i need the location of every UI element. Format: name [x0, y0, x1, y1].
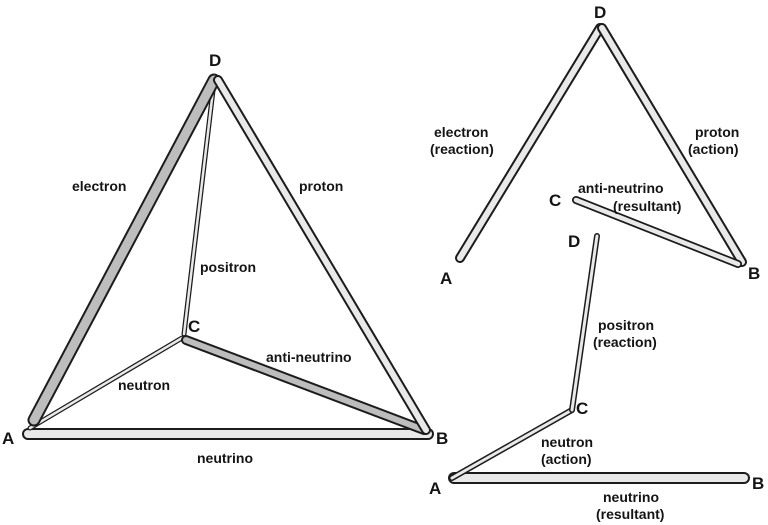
edge-label-electron: electron	[72, 178, 126, 194]
rod-positron-reaction	[570, 234, 599, 412]
edge-positron	[181, 79, 217, 337]
rod-proton	[215, 77, 429, 433]
edge-label-positron: positron	[200, 259, 256, 275]
vertex-label-a: A	[429, 479, 441, 498]
label-electron: electron	[434, 124, 488, 140]
edge-neutron-action	[449, 407, 575, 481]
edge-proton-action	[597, 23, 747, 267]
label-neutron: neutron	[541, 434, 593, 450]
vertex-label-a: A	[2, 429, 14, 448]
rod-neutron-action	[450, 408, 574, 480]
tetrahedron-figure: D A B C electron proton positron anti-ne…	[2, 51, 448, 466]
vertex-label-c: C	[188, 317, 200, 336]
edge-electron-reaction	[455, 23, 605, 263]
top-right-figure: D A B C electron (reaction) proton (acti…	[430, 3, 760, 288]
vertex-label-c: C	[549, 191, 561, 210]
edge-electron	[27, 73, 221, 427]
label-positron: positron	[598, 317, 654, 333]
rod-anti-neutrino-resultant	[573, 197, 741, 267]
vertex-label-b: B	[436, 429, 448, 448]
edge-proton	[213, 75, 431, 435]
vertex-label-b: B	[752, 474, 764, 493]
edge-label-anti-neutrino: anti-neutrino	[266, 349, 352, 365]
rod-anti-neutrino	[183, 337, 427, 433]
vertex-label-d: D	[594, 3, 606, 22]
edge-label-neutron: neutron	[118, 377, 170, 393]
label-anti-neutrino: anti-neutrino	[578, 180, 664, 196]
rod-electron	[29, 75, 219, 425]
vertex-label-a: A	[440, 269, 452, 288]
vertex-label-b: B	[748, 264, 760, 283]
rod-positron	[182, 80, 216, 336]
vertex-label-d: D	[568, 232, 580, 251]
label-neutrino: neutrino	[603, 489, 659, 505]
label-proton: proton	[695, 124, 739, 140]
rod-electron-reaction	[457, 25, 603, 261]
vertex-label-c: C	[576, 399, 588, 418]
vertex-label-d: D	[209, 51, 221, 70]
rod-proton-action	[599, 25, 745, 265]
edge-neutron	[27, 335, 185, 431]
label-anti-neutrino-role: (resultant)	[613, 198, 681, 214]
edge-label-proton: proton	[299, 178, 343, 194]
edge-label-neutrino: neutrino	[197, 450, 253, 466]
label-neutron-role: (action)	[541, 451, 592, 467]
label-neutrino-role: (resultant)	[596, 506, 664, 522]
bottom-right-figure: D A B C positron (reaction) neutron (act…	[429, 232, 764, 522]
edge-anti-neutrino-resultant	[572, 196, 742, 268]
label-proton-role: (action)	[688, 141, 739, 157]
rod-neutron	[28, 336, 184, 430]
label-electron-role: (reaction)	[430, 141, 494, 157]
edge-positron-reaction	[569, 233, 600, 413]
label-positron-role: (reaction)	[593, 334, 657, 350]
edge-anti-neutrino	[181, 335, 429, 435]
